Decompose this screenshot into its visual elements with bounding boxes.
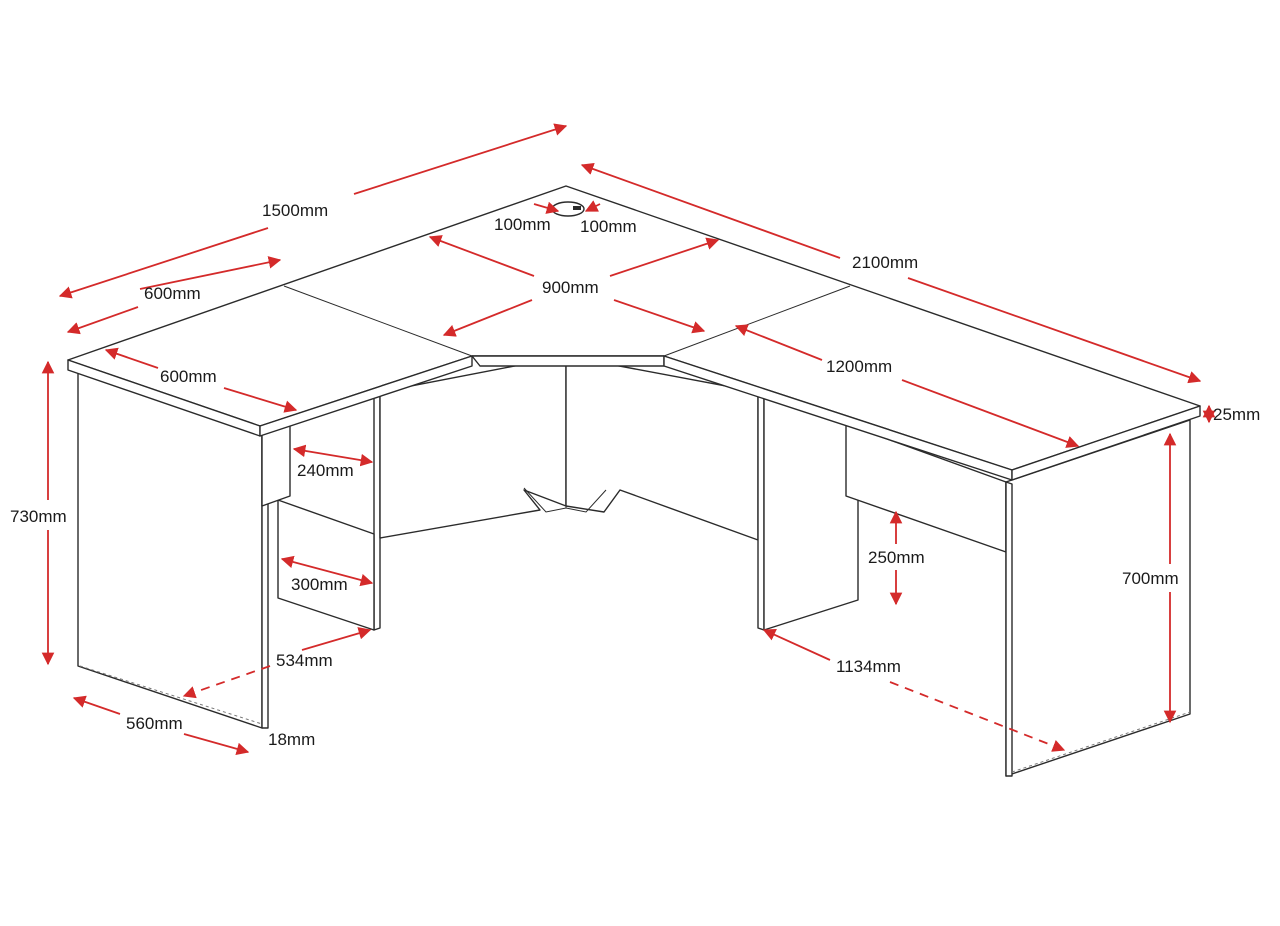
label-leg-depth: 560mm — [126, 714, 183, 733]
desk-top-edge-right — [1011, 405, 1201, 481]
arrow-900-b — [609, 237, 720, 277]
label-left-knee-space: 534mm — [276, 651, 333, 670]
left-inner-leg-side — [277, 499, 375, 631]
desk-body — [67, 185, 1201, 777]
arrow-1500-right — [353, 123, 568, 195]
arrow-1200-b — [901, 379, 1080, 448]
label-top-thickness: 25mm — [1213, 405, 1260, 424]
arrow-560-a — [72, 695, 121, 715]
arrow-1500-left — [58, 227, 269, 299]
arrow-900-d — [613, 299, 706, 334]
arrow-grommet-100b — [584, 200, 601, 212]
arrow-240 — [292, 444, 374, 467]
arrow-560-b — [183, 733, 250, 755]
arrow-2100-left — [580, 162, 841, 259]
arrow-grommet-100a — [533, 201, 560, 214]
label-leg-height: 700mm — [1122, 569, 1179, 588]
arrow-1134-a — [762, 628, 831, 661]
right-end-panel-edge — [1005, 481, 1013, 777]
arrow-600-top-a — [104, 347, 159, 369]
label-panel-thickness: 18mm — [268, 730, 315, 749]
arrow-600-return-b — [66, 306, 139, 335]
right-end-panel — [1005, 419, 1191, 777]
label-overall-height: 730mm — [10, 507, 67, 526]
label-grommet-offset-b: 100mm — [580, 217, 637, 236]
arrow-900-c — [442, 299, 533, 337]
label-overall-left-length: 1500mm — [262, 201, 328, 220]
label-grommet-offset-a: 100mm — [494, 215, 551, 234]
dimension-labels: 1500mm 2100mm 100mm 100mm 900mm 600mm 60… — [10, 201, 1260, 749]
label-left-top-depth: 600mm — [160, 367, 217, 386]
arrow-600-return-a — [139, 256, 282, 290]
dimension-arrows — [41, 123, 1216, 755]
label-right-desk-length: 1200mm — [826, 357, 892, 376]
label-corner-width: 900mm — [542, 278, 599, 297]
left-inner-leg — [373, 391, 381, 631]
label-overall-right-length: 2100mm — [852, 253, 918, 272]
label-leg-to-panel: 300mm — [291, 575, 348, 594]
label-right-knee-space: 1134mm — [836, 657, 901, 676]
arrow-600-top-b — [223, 387, 298, 413]
label-modesty-inset: 240mm — [297, 461, 354, 480]
label-under-clearance: 250mm — [868, 548, 925, 567]
desk-top-edge-corner — [471, 355, 665, 367]
arrow-300 — [280, 555, 374, 587]
arrow-900-a — [428, 235, 535, 277]
arrow-534-solid — [301, 627, 372, 651]
arrow-1200-a — [734, 324, 823, 361]
right-inner-leg-side — [763, 389, 859, 631]
desk-top-edge-corner-left — [259, 355, 473, 437]
right-inner-leg — [757, 387, 765, 631]
label-left-return-depth: 600mm — [144, 284, 201, 303]
arrow-2100-right — [907, 277, 1202, 384]
